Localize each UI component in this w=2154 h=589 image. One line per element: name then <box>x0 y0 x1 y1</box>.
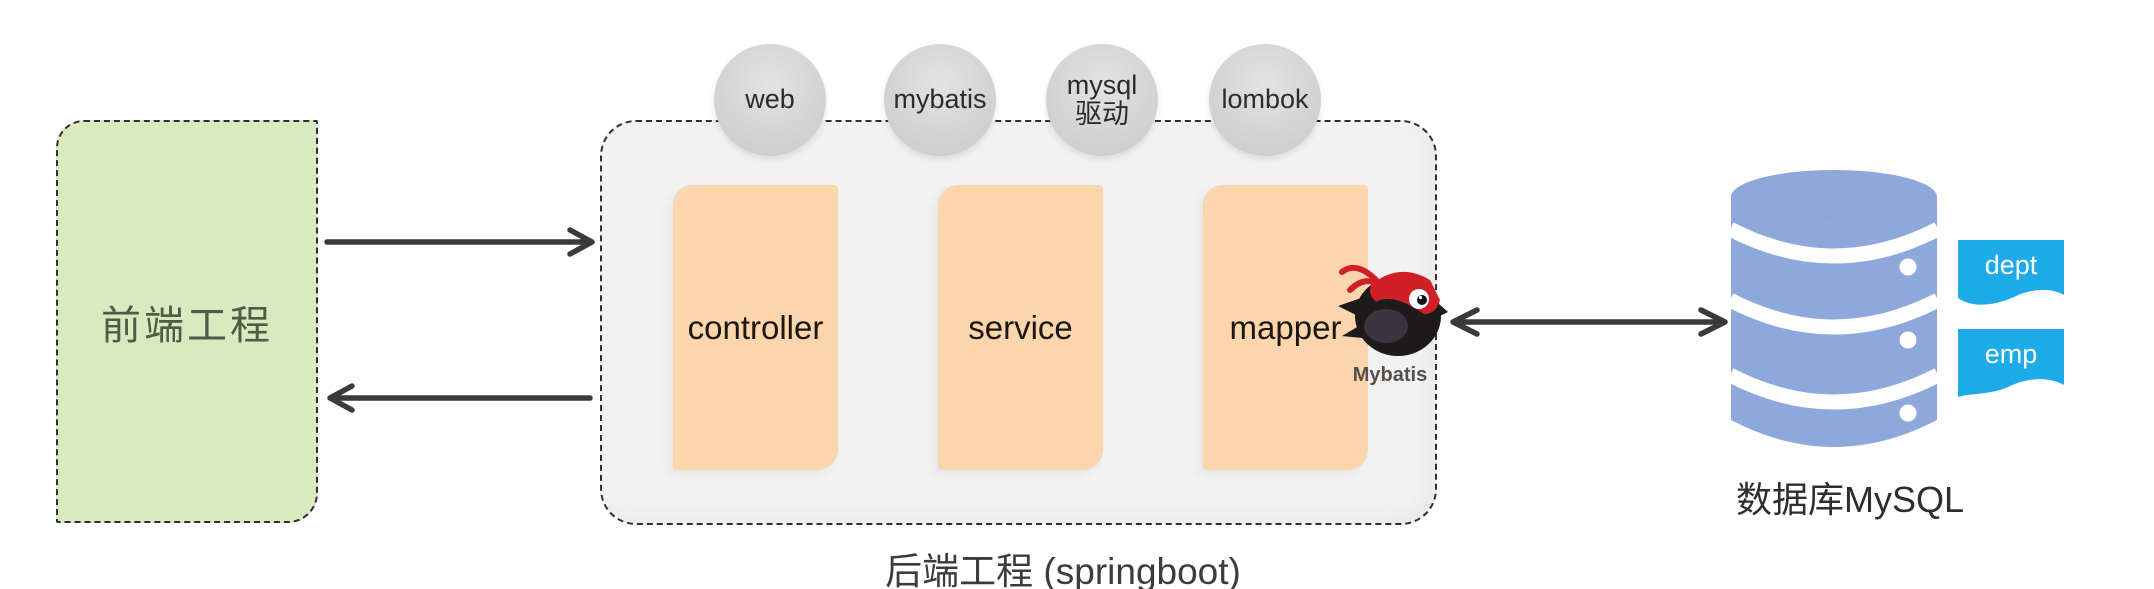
table-tag-emp-shape <box>1958 329 2064 397</box>
table-tag-emp: emp <box>1958 329 2064 397</box>
backend-caption: 后端工程 (springboot) <box>885 551 1241 589</box>
table-tag-emp-label: emp <box>1984 339 2038 369</box>
layer-label-controller: controller <box>687 308 824 346</box>
layer-card-controller: controller <box>673 185 838 470</box>
mybatis-logo-label: Mybatis <box>1352 364 1428 386</box>
table-tag-dept-shape <box>1958 240 2064 305</box>
dependency-circle-mybatis: mybatis <box>884 44 996 156</box>
mybatis-bird-icon <box>1338 264 1448 356</box>
dependency-circle-web: web <box>714 44 826 156</box>
mysql-database-icon <box>1728 170 1940 447</box>
layer-label-mapper: mapper <box>1229 308 1342 346</box>
database-caption: 数据库MySQL <box>1735 479 1965 520</box>
frontend-label: 前端工程 <box>101 303 273 348</box>
layer-card-mapper: mapper <box>1203 185 1368 470</box>
response-arrow-icon <box>327 383 593 413</box>
table-tag-dept: dept <box>1958 240 2064 308</box>
dependency-circle-mysql-driver: mysql 驱动 <box>1046 44 1158 156</box>
layer-label-service: service <box>968 308 1073 346</box>
frontend-box: 前端工程 <box>56 120 318 523</box>
dependency-label-mybatis: mybatis <box>893 84 987 115</box>
dependency-label-lombok: lombok <box>1221 84 1309 115</box>
dependency-label-web: web <box>745 84 795 115</box>
dependency-circle-lombok: lombok <box>1209 44 1321 156</box>
dependency-label-mysql-driver: mysql 驱动 <box>1066 69 1138 129</box>
request-arrow-icon <box>324 227 595 257</box>
layer-card-service: service <box>938 185 1103 470</box>
table-tag-dept-label: dept <box>1984 250 2038 280</box>
db-sync-arrow-icon <box>1450 307 1728 337</box>
